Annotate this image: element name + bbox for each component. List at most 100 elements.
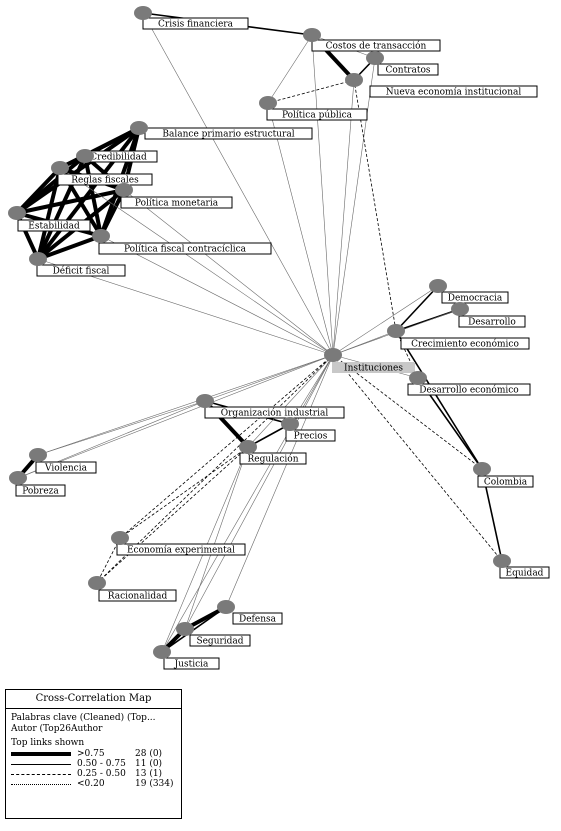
node-label-box — [189, 634, 251, 647]
node-label: Defensa — [239, 615, 277, 625]
node-dot — [111, 531, 129, 545]
link-instituciones-equidad — [332, 354, 503, 562]
legend-count: 28 (0) — [135, 748, 163, 759]
node-equidad[interactable]: Equidad — [493, 554, 550, 579]
node-label-box — [142, 17, 249, 30]
node-label-box — [332, 362, 415, 373]
link-instituciones-contratos — [332, 57, 376, 356]
link-instituciones-org_industrial — [204, 354, 334, 402]
node-seguridad[interactable]: Seguridad — [176, 622, 251, 647]
legend-row-strong: >0.75 28 (0) — [11, 749, 177, 759]
node-dot — [92, 229, 110, 243]
link-pol_monetaria-pol_fiscal — [99, 189, 126, 237]
node-dot — [115, 183, 133, 197]
node-label-box — [57, 173, 153, 186]
node-violencia[interactable]: Violencia — [29, 448, 97, 474]
node-credibilidad[interactable]: Credibilidad — [76, 149, 158, 163]
node-dot — [493, 554, 511, 568]
node-dot — [76, 149, 94, 163]
node-regulacion[interactable]: Regulación — [239, 440, 307, 465]
legend-row-medium: 0.50 - 0.75 11 (0) — [11, 759, 177, 769]
node-label-box — [407, 383, 531, 396]
node-democracia[interactable]: Democracia — [429, 279, 509, 304]
node-pobreza[interactable]: Pobreza — [9, 471, 66, 497]
node-eco_experimental[interactable]: Economía experimental — [111, 531, 246, 556]
node-label: Costos de transacción — [326, 41, 427, 52]
link-instituciones-costos — [311, 34, 334, 356]
node-label: Crisis financiera — [158, 20, 234, 30]
node-precios[interactable]: Precios — [281, 417, 336, 442]
node-pol_fiscal[interactable]: Política fiscal contracíclica — [92, 229, 272, 255]
legend-row-weak: 0.25 - 0.50 13 (1) — [11, 769, 177, 779]
node-dot — [239, 440, 257, 454]
node-label-box — [369, 85, 538, 98]
legend-count: 19 (334) — [135, 778, 174, 789]
legend-subtitle-2: Autor (Top26Author — [11, 724, 103, 734]
node-label-box — [98, 589, 177, 602]
legend-line-solid-thick — [11, 752, 71, 756]
node-pol_monetaria[interactable]: Política monetaria — [115, 183, 233, 209]
node-dot — [88, 576, 106, 590]
node-desarrollo_eco[interactable]: Desarrollo económico — [407, 371, 531, 396]
node-label: Reglas fiscales — [71, 176, 139, 186]
node-dot — [217, 600, 235, 614]
link-eco_experimental-racionalidad — [96, 537, 121, 584]
node-reglas[interactable]: Reglas fiscales — [51, 161, 153, 186]
node-estabilidad[interactable]: Estabilidad — [8, 206, 91, 232]
node-dot — [8, 206, 26, 220]
link-pol_monetaria-estabilidad — [16, 188, 125, 215]
node-label-box — [98, 242, 272, 255]
node-label: Balance primario estructural — [162, 130, 294, 140]
node-instituciones[interactable]: Instituciones — [324, 348, 415, 374]
link-instituciones-democracia — [332, 285, 439, 356]
legend-panel: Cross-Correlation Map Palabras clave (Cl… — [5, 689, 182, 819]
link-regulacion-seguridad — [184, 446, 249, 630]
link-instituciones-pol_monetaria — [123, 189, 334, 356]
node-defensa[interactable]: Defensa — [217, 600, 283, 625]
node-deficit[interactable]: Déficit fiscal — [29, 252, 126, 277]
node-label-box — [477, 475, 534, 488]
node-label-box — [400, 337, 530, 350]
node-label: Nueva economía institucional — [386, 87, 522, 98]
node-costos[interactable]: Costos de transacción — [303, 28, 441, 52]
node-dot — [303, 28, 321, 42]
node-org_industrial[interactable]: Organización industrial — [196, 394, 345, 419]
link-reglas-estabilidad — [15, 166, 62, 215]
node-crisis[interactable]: Crisis financiera — [134, 6, 249, 30]
links-layer — [15, 12, 503, 654]
legend-range: 0.25 - 0.50 — [77, 768, 126, 779]
node-crecimiento[interactable]: Crecimiento económico — [387, 324, 530, 350]
node-label: Regulación — [247, 454, 298, 465]
link-instituciones-justicia — [161, 354, 334, 653]
link-instituciones-crisis — [142, 12, 334, 356]
node-label: Organización industrial — [221, 408, 329, 419]
node-label: Precios — [294, 432, 328, 442]
node-colombia[interactable]: Colombia — [473, 462, 534, 488]
node-balance[interactable]: Balance primario estructural — [130, 121, 313, 140]
node-dot — [366, 51, 384, 65]
node-label-box — [285, 429, 336, 442]
node-label-box — [120, 196, 233, 209]
node-label-box — [204, 406, 345, 419]
node-label: Democracia — [448, 294, 503, 304]
node-dot — [259, 96, 277, 110]
link-regulacion-racionalidad — [96, 446, 249, 584]
node-racionalidad[interactable]: Racionalidad — [88, 576, 177, 602]
link-instituciones-pobreza — [17, 354, 334, 479]
link-instituciones-colombia — [332, 354, 483, 470]
node-label-box — [116, 543, 246, 556]
node-label: Equidad — [506, 569, 544, 579]
node-politica_publica[interactable]: Política pública — [259, 96, 368, 121]
node-label-box — [163, 657, 220, 670]
node-dot — [153, 645, 171, 659]
node-dot — [345, 73, 363, 87]
legend-subtitle-1: Palabras clave (Cleaned) (Top... — [11, 713, 156, 723]
link-reglas-deficit — [36, 167, 62, 260]
node-contratos[interactable]: Contratos — [366, 51, 439, 76]
node-nei[interactable]: Nueva economía institucional — [345, 73, 538, 98]
node-label: Desarrollo económico — [419, 385, 518, 396]
legend-links-heading: Top links shown — [11, 738, 85, 748]
node-justicia[interactable]: Justicia — [153, 645, 220, 670]
node-desarrollo[interactable]: Desarrollo — [451, 302, 526, 328]
